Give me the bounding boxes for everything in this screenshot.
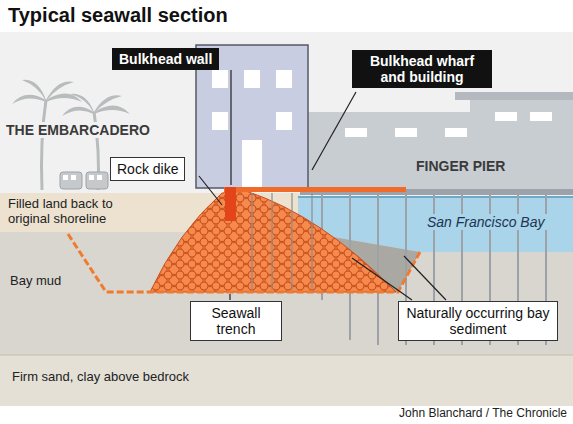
credit-caption: John Blanchard / The Chronicle: [399, 407, 567, 421]
callout-box: Rock dike: [110, 157, 185, 181]
water-label: San Francisco Bay: [424, 214, 548, 230]
callout-box: Seawall trench: [190, 301, 282, 341]
callout-box: Bulkhead wharf and building: [352, 50, 492, 88]
callout-text: Bulkhead wharf and building: [359, 53, 485, 85]
layer-label: Filled land back to original shoreline: [8, 197, 142, 227]
layer-label: Firm sand, clay above bedrock: [12, 370, 189, 385]
title: Typical seawall section: [8, 4, 228, 27]
place-label: FINGER PIER: [414, 158, 507, 174]
callout-text: Seawall trench: [197, 305, 275, 337]
callout-box: Bulkhead wall: [112, 48, 219, 70]
callout-box: Naturally occurring bay sediment: [398, 301, 558, 341]
callout-text: Rock dike: [117, 161, 178, 177]
place-label: THE EMBARCADERO: [4, 122, 152, 138]
layer-label: Bay mud: [10, 274, 61, 289]
callout-text: Bulkhead wall: [119, 51, 212, 67]
callout-text: Naturally occurring bay sediment: [405, 305, 551, 337]
